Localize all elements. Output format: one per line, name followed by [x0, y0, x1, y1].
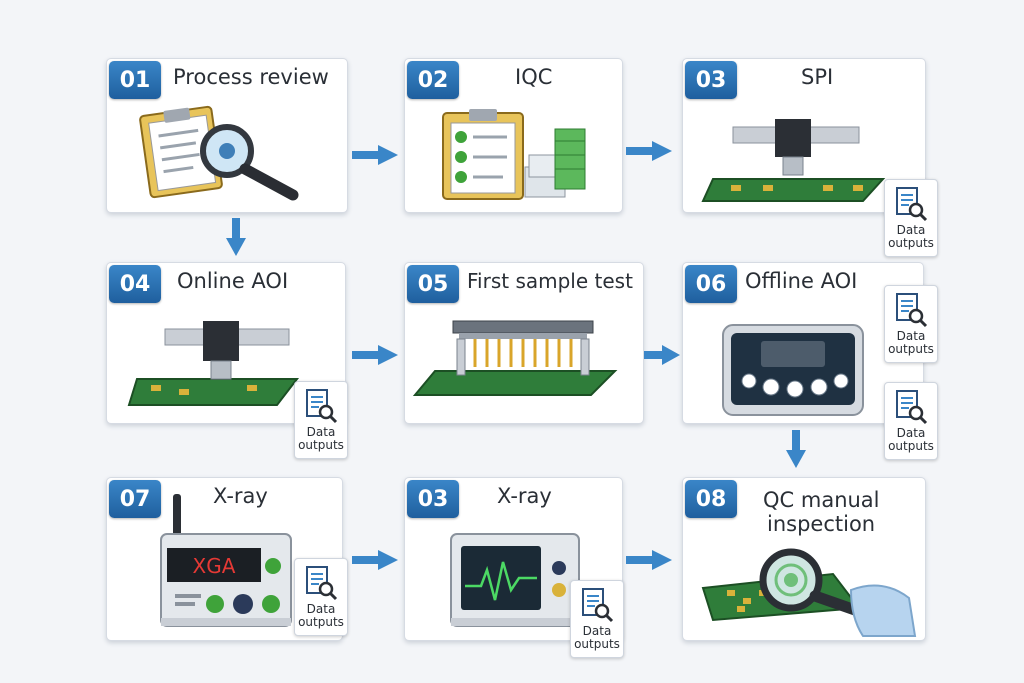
step-number-badge: 06 — [685, 265, 737, 303]
document-search-icon — [896, 293, 928, 328]
step-title: IQC — [515, 65, 553, 89]
flow-arrow-right — [352, 550, 398, 570]
flow-arrow-down — [786, 430, 806, 468]
step-number-badge: 03 — [407, 480, 459, 518]
step-card-06: 06 Offline AOI — [682, 262, 924, 424]
data-outputs-card: Data outputs — [884, 285, 938, 363]
data-outputs-label-line1: Data — [896, 426, 926, 440]
data-outputs-card: Data outputs — [294, 558, 348, 636]
data-outputs-label-line2: outputs — [888, 236, 934, 250]
data-outputs-label-line1: Data — [306, 425, 336, 439]
step-card-08: 03 X-ray — [404, 477, 623, 641]
data-outputs-label-line2: outputs — [574, 637, 620, 651]
clipboard-magnifier-icon — [139, 105, 299, 201]
step-number-badge: 07 — [109, 480, 161, 518]
document-search-icon — [582, 588, 614, 623]
step-title-line2: inspection — [767, 512, 876, 536]
data-outputs-label-line2: outputs — [298, 615, 344, 629]
step-number-badge: 05 — [407, 265, 459, 303]
step-number-badge: 01 — [109, 61, 161, 99]
flow-arrow-right — [626, 141, 672, 161]
step-number-badge: 03 — [685, 61, 737, 99]
flow-arrow-right — [352, 345, 398, 365]
data-outputs-label-line2: outputs — [298, 438, 344, 452]
flow-arrow-right — [644, 345, 680, 365]
data-outputs-label-line2: outputs — [888, 439, 934, 453]
xray-monitor-icon — [450, 533, 580, 627]
checklist-components-icon — [442, 109, 586, 200]
step-card-05: 05 First sample test — [404, 262, 644, 424]
step-card-09: 08 QC manual inspection — [682, 477, 926, 641]
step-title: X-ray — [497, 484, 552, 508]
step-title: Process review — [173, 65, 329, 89]
xray-machine-icon: XGA — [160, 494, 292, 627]
data-outputs-card: Data outputs — [294, 381, 348, 459]
step-title: Offline AOI — [745, 269, 858, 293]
data-outputs-label-line1: Data — [896, 223, 926, 237]
data-outputs-label-line1: Data — [582, 624, 612, 638]
flow-arrow-down — [226, 218, 246, 256]
flow-arrow-right — [352, 145, 398, 165]
step-card-02: 02 IQC — [404, 58, 623, 213]
data-outputs-label-line1: Data — [896, 329, 926, 343]
spi-inspection-machine-icon — [701, 119, 886, 202]
data-outputs-label-line1: Data — [306, 602, 336, 616]
test-fixture-icon — [412, 320, 618, 396]
document-search-icon — [896, 390, 928, 425]
document-search-icon — [896, 187, 928, 222]
data-outputs-card: Data outputs — [884, 382, 938, 460]
step-card-01: 01 Process review — [106, 58, 348, 213]
flow-arrow-right — [626, 550, 672, 570]
data-outputs-card: Data outputs — [884, 179, 938, 257]
manual-inspection-icon — [701, 548, 917, 637]
xray-display-text: XGA — [193, 554, 236, 578]
step-title: First sample test — [467, 269, 633, 293]
step-title: Online AOI — [177, 269, 289, 293]
online-aoi-machine-icon — [127, 321, 300, 406]
step-title-line1: QC manual — [763, 488, 880, 512]
document-search-icon — [306, 566, 338, 601]
data-outputs-label-line2: outputs — [888, 342, 934, 356]
document-search-icon — [306, 389, 338, 424]
step-number-badge: 02 — [407, 61, 459, 99]
offline-aoi-unit-icon — [722, 324, 864, 416]
step-title: X-ray — [213, 484, 268, 508]
step-number-badge: 08 — [685, 480, 737, 518]
data-outputs-card: Data outputs — [570, 580, 624, 658]
step-number-badge: 04 — [109, 265, 161, 303]
step-title: SPI — [801, 65, 834, 89]
